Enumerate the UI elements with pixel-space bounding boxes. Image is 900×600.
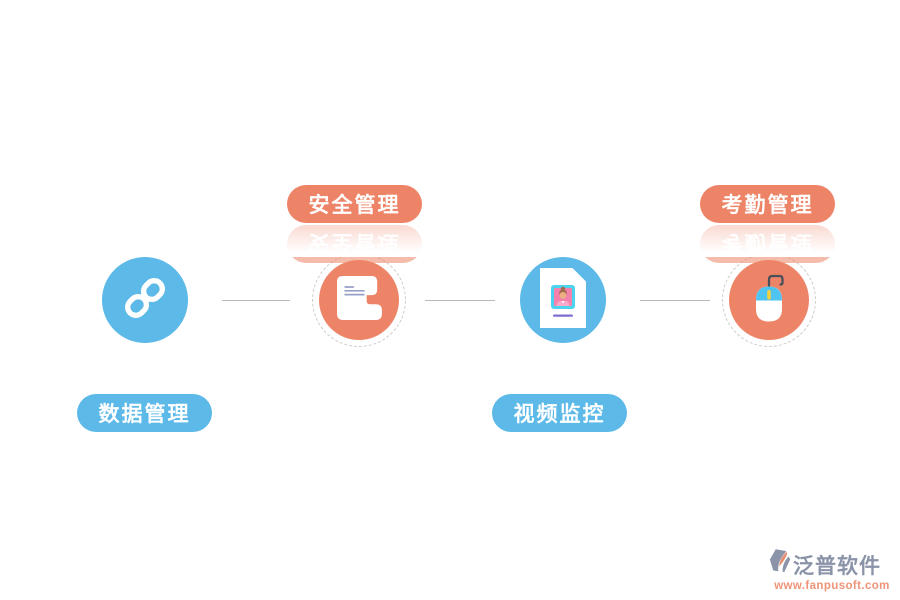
label-safety-management: 安全管理: [287, 185, 422, 223]
label-video-monitoring: 视频监控: [492, 394, 627, 432]
label-attendance-management: 考勤管理: [700, 185, 835, 223]
fanpu-logo-icon: [769, 548, 791, 581]
brand-url: www.fanpusoft.com: [774, 580, 890, 592]
reflection-fade-attendance: [698, 225, 837, 257]
scroll-icon: [336, 275, 382, 325]
label-data-management: 数据管理: [77, 394, 212, 432]
connector-line-2: [425, 300, 495, 301]
node-data-management: [102, 257, 188, 343]
node-attendance-circle: [729, 260, 809, 340]
label-attendance-management-text: 考勤管理: [721, 194, 814, 217]
label-video-monitoring-text: 视频监控: [513, 403, 606, 426]
node-safety-circle: [319, 260, 399, 340]
node-safety-management: [312, 253, 406, 347]
fanpu-watermark: 泛普软件 www.fanpusoft.com: [769, 548, 895, 592]
connector-line-1: [222, 300, 290, 301]
mouse-icon: [749, 273, 789, 328]
node-attendance-management: [722, 253, 816, 347]
label-safety-management-text: 安全管理: [308, 194, 401, 217]
connector-line-3: [640, 300, 710, 301]
label-data-management-text: 数据管理: [98, 403, 191, 426]
id-card-icon: [540, 267, 586, 333]
reflection-fade-safety: [285, 225, 424, 257]
node-video-monitoring: [520, 257, 606, 343]
link-icon: [122, 275, 168, 326]
brand-name: 泛普软件: [793, 554, 881, 578]
